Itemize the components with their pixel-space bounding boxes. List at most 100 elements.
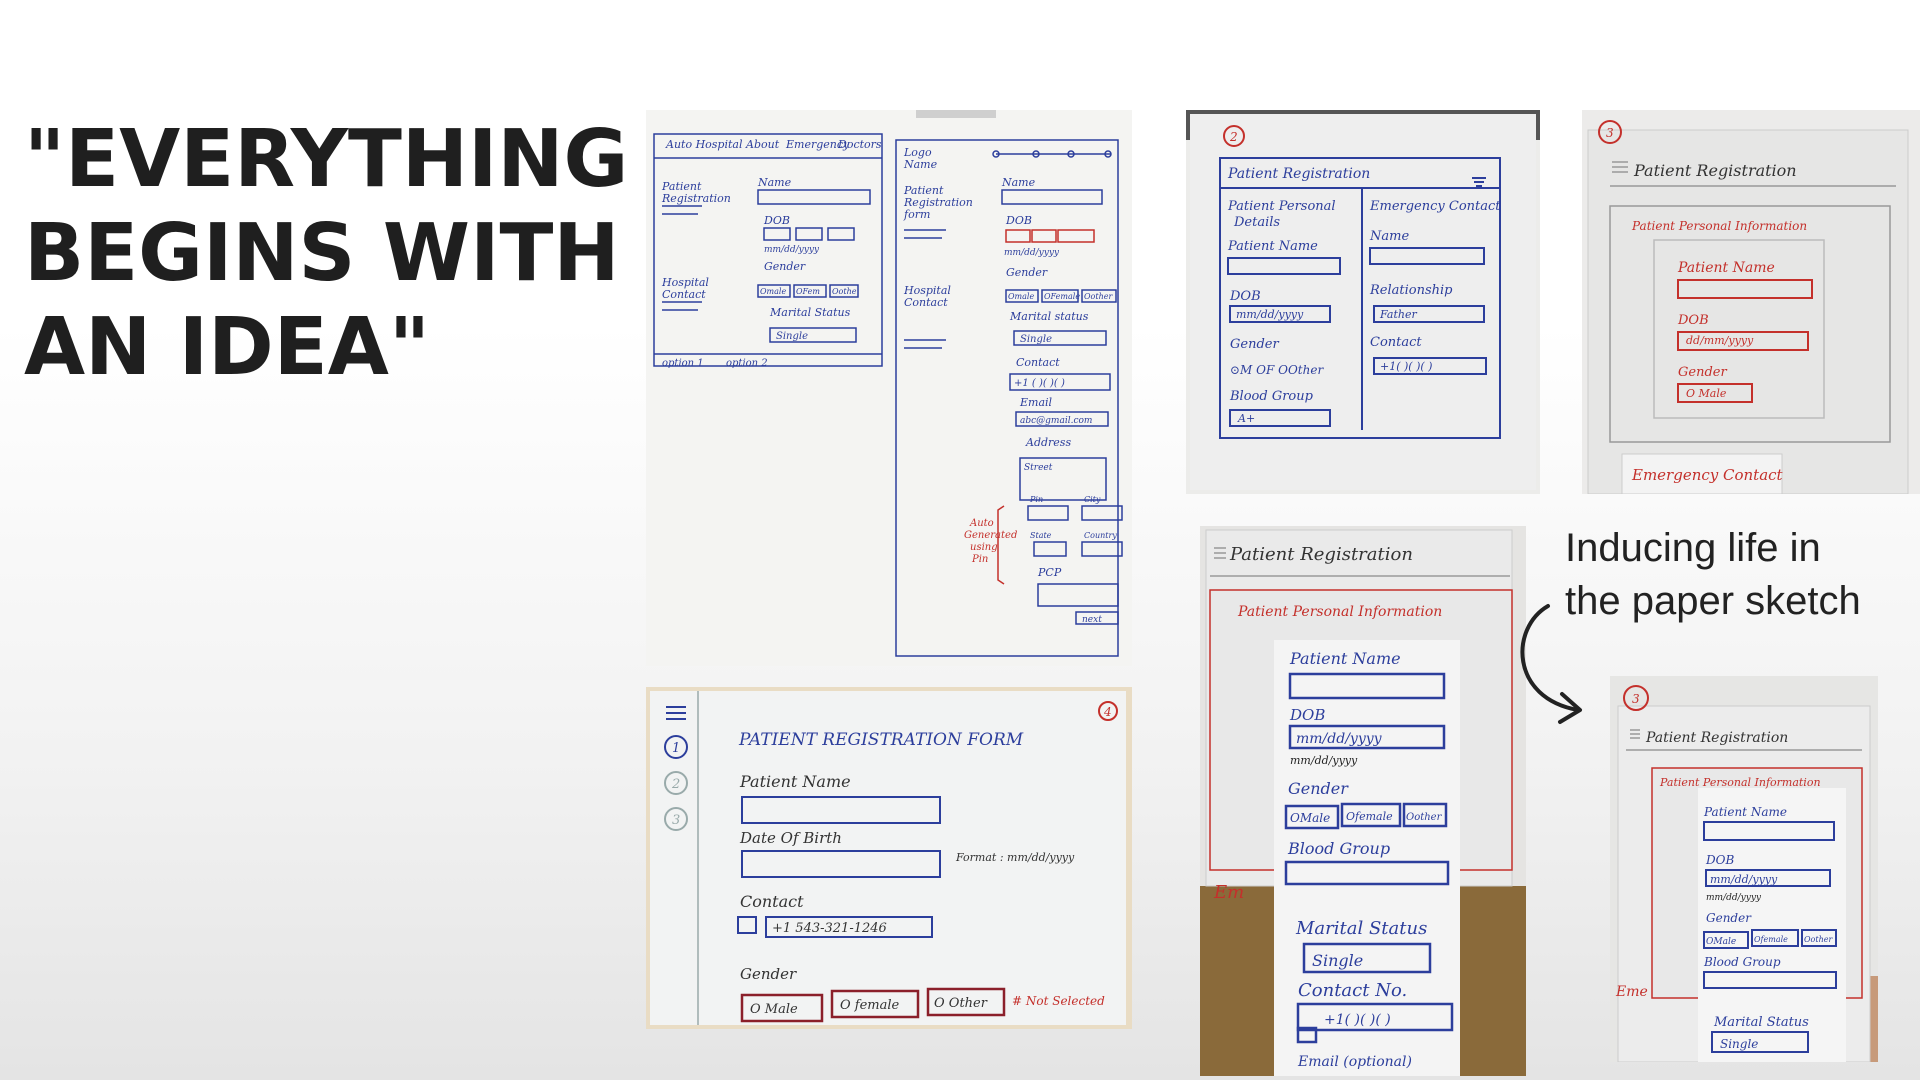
sketch2-label: Blood Group	[1229, 389, 1314, 404]
sketch1-label: City	[1084, 495, 1101, 504]
sketch2-value: Father	[1379, 308, 1417, 321]
sketch1-title: Registration	[903, 196, 973, 209]
sketch4-label: Date Of Birth	[739, 829, 842, 847]
sketch1-value: +1 ( )( )( )	[1014, 378, 1065, 389]
sketch5-label: Marital Status	[1295, 918, 1427, 939]
sketch1-option: OFem	[796, 287, 820, 296]
sketch1-title: Patient	[903, 184, 944, 197]
sketch5-option: Ofemale	[1346, 810, 1393, 823]
sketch-final-photo: 3 Patient Registration Patient Personal …	[1610, 676, 1878, 1062]
sketch1-label: Pin	[1029, 495, 1043, 504]
sketch6-label: Blood Group	[1703, 955, 1781, 969]
sketch4-option: O Male	[750, 1002, 798, 1017]
sketch1-hint: mm/dd/yyyy	[764, 245, 820, 255]
sketch1-label: Name	[1001, 176, 1036, 189]
sketch6-title: Patient Registration	[1645, 730, 1788, 746]
sketch2-value: A+	[1237, 412, 1255, 425]
sketch-long-form-photo: Em Patient Registration Patient Personal…	[1200, 526, 1526, 1076]
sketch1-label: Contact	[662, 288, 706, 301]
step-number: 1	[672, 741, 680, 756]
sketch2-label: DOB	[1229, 289, 1261, 304]
sketch3-label: Gender	[1678, 365, 1727, 380]
sketch3-section: Patient Personal Information	[1631, 219, 1807, 233]
sketch5-label: Gender	[1288, 779, 1349, 798]
sketch5-label: Blood Group	[1287, 839, 1390, 858]
sketch2-heading: Emergency Contact	[1369, 199, 1501, 214]
sketch5-label: Patient Name	[1289, 649, 1401, 668]
sketch1-option: Oother	[1084, 292, 1113, 301]
sketch1-hint: mm/dd/yyyy	[1004, 248, 1060, 258]
sketch6-hint: mm/dd/yyyy	[1706, 893, 1762, 903]
sketch2-title: Patient Registration	[1227, 166, 1370, 182]
sketch2-value: mm/dd/yyyy	[1236, 308, 1304, 321]
sketch6-option: OMale	[1706, 937, 1736, 947]
sketch1-label: Contact	[1016, 356, 1060, 369]
sketch4-hint: Format : mm/dd/yyyy	[955, 851, 1075, 864]
sketch2-label: Relationship	[1369, 283, 1453, 298]
sketch-personal-info-photo: 3 Patient Registration Patient Personal …	[1582, 110, 1920, 494]
sketch2-label: Name	[1369, 229, 1409, 244]
sketch6-label: Marital Status	[1713, 1015, 1809, 1030]
sketch6-option: Ofemale	[1754, 935, 1788, 944]
sketch5-value: +1( )( )( )	[1324, 1012, 1391, 1028]
sketch-number: 4	[1103, 705, 1112, 719]
sketch4-value: +1 543-321-1246	[772, 921, 887, 936]
sketch1-label: Name	[757, 176, 792, 189]
sketch-number: 3	[1606, 126, 1614, 140]
sketch-number: 2	[1229, 130, 1238, 144]
sketch1-label: Gender	[1006, 266, 1048, 279]
sketch1-option: Doctors	[837, 138, 882, 151]
sketch1-label: PCP	[1037, 566, 1062, 579]
sketch1-label: State	[1030, 531, 1052, 540]
curved-arrow-icon	[1520, 604, 1582, 724]
sketch1-value: Single	[1020, 334, 1052, 345]
sketch1-option: Auto Hospital	[665, 138, 743, 151]
sketch1-option: OFemale	[1044, 292, 1080, 301]
step-number: 3	[672, 813, 680, 828]
sketch1-label: Street	[1024, 463, 1053, 473]
headline-line: BEGINS WITH	[24, 207, 620, 299]
sketch2-options: ⊙M OF OOther	[1230, 363, 1324, 377]
step-number: 2	[671, 777, 680, 792]
sketch-two-column-photo: 2 Patient Registration Patient Personal …	[1186, 110, 1540, 494]
sketch4-note: # Not Selected	[1012, 994, 1105, 1008]
sketch6-section: Patient Personal Information	[1659, 776, 1821, 789]
sketch5-value: Single	[1312, 951, 1363, 970]
sketch5-emergency: Em	[1213, 882, 1244, 903]
sketch-wireframes-drawing: Auto Hospital About Emergency Doctors Pa…	[646, 110, 1132, 666]
sketch1-label: Hospital	[903, 284, 951, 297]
sketch-personal-info-drawing: 3 Patient Registration Patient Personal …	[1582, 110, 1920, 494]
sketch3-value: dd/mm/yyyy	[1686, 334, 1754, 347]
sketch6-emergency: Eme	[1615, 984, 1648, 1000]
sketch3-emergency: Emergency Contact	[1631, 466, 1784, 484]
sketch5-option: Oother	[1406, 812, 1443, 823]
sketch1-option: Emergency	[785, 138, 850, 151]
sketch1-note: using	[970, 542, 998, 553]
sketch-form-photo: 1 PATIENT REGISTRATION FORM 2 3 4 Patien…	[646, 687, 1132, 1029]
sketch1-value: abc@gmail.com	[1020, 416, 1092, 426]
headline-line: "EVERYTHING	[24, 113, 629, 205]
sketch3-label: DOB	[1677, 313, 1709, 328]
sketch3-title: Patient Registration	[1633, 161, 1797, 180]
sketch4-label: Contact	[740, 892, 804, 911]
sketch1-label: Hospital	[661, 276, 709, 289]
sketch1-option: Omale	[1008, 292, 1034, 301]
sketch1-next: next	[1082, 615, 1102, 625]
sketch1-label: Country	[1084, 531, 1117, 540]
sketch2-label: Contact	[1370, 335, 1422, 350]
sketch5-title: Patient Registration	[1229, 544, 1413, 565]
sketch6-value: Single	[1720, 1037, 1758, 1051]
sketch5-hint: mm/dd/yyyy	[1290, 754, 1358, 767]
sketch6-option: Oother	[1804, 935, 1833, 944]
caption-line: Inducing life in	[1565, 526, 1821, 570]
sketch6-label: Patient Name	[1703, 805, 1787, 819]
sketch-wireframes-photo: Auto Hospital About Emergency Doctors Pa…	[646, 110, 1132, 666]
sketch2-label: Gender	[1230, 337, 1279, 352]
sketch1-title: Patient	[661, 180, 702, 193]
sketch5-label: Email (optional)	[1297, 1054, 1412, 1070]
sketch-two-column-drawing: 2 Patient Registration Patient Personal …	[1186, 110, 1540, 494]
sketch1-option: About	[745, 138, 780, 151]
sketch2-heading: Patient Personal	[1227, 199, 1336, 214]
sketch2-heading: Details	[1233, 215, 1280, 230]
sketch1-title: Registration	[661, 192, 731, 205]
